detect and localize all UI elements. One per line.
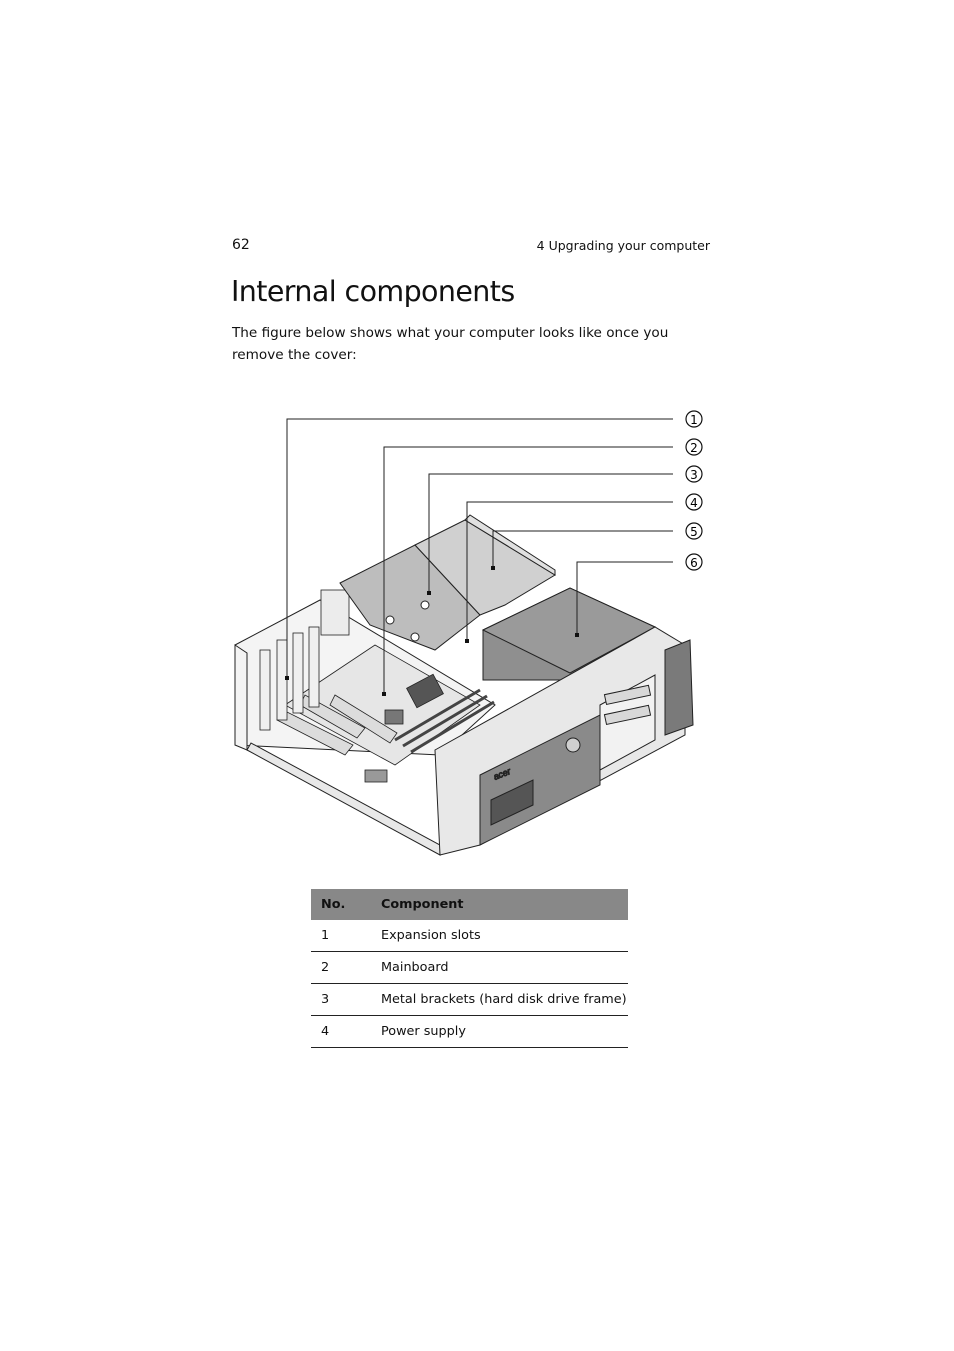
row-number: 2 [311,951,371,984]
row-number: 3 [311,983,371,1016]
front-bezel: acer [434,626,694,856]
hdd-frame [339,514,556,651]
computer-interior-illustration: acer 1 2 3 [234,410,703,856]
mainboard [284,644,495,783]
svg-text:5: 5 [690,525,698,539]
row-number: 4 [311,1015,371,1048]
svg-text:4: 4 [690,496,698,510]
table-row: 4 Power supply [311,1015,628,1048]
table-header-row: No. Component [311,889,628,920]
running-header: 4 Upgrading your computer [536,238,710,253]
internal-components-figure: acer 1 2 3 [225,405,715,865]
intro-paragraph: The figure below shows what your compute… [232,325,669,363]
callout-1: 1 [685,410,703,428]
leader-dots [285,566,579,696]
page-number: 62 [232,237,250,253]
callout-6: 6 [685,553,703,571]
row-component: Metal brackets (hard disk drive frame) [371,983,628,1016]
column-header-no: No. [311,889,371,920]
expansion-slots [259,589,398,756]
table-row: 2 Mainboard [311,951,628,984]
callout-5: 5 [685,522,703,540]
column-header-component: Component [371,889,628,920]
callout-2: 2 [685,438,703,456]
leader-lines [286,418,673,694]
callout-4: 4 [685,493,703,511]
components-table: No. Component 1 Expansion slots 2 Mainbo… [311,889,628,1048]
svg-text:1: 1 [690,413,698,427]
row-number: 1 [311,920,371,952]
svg-text:2: 2 [690,441,698,455]
callout-3: 3 [685,465,703,483]
row-component: Power supply [371,1015,628,1048]
svg-text:3: 3 [690,468,698,482]
table-row: 1 Expansion slots [311,920,628,952]
table-row: 3 Metal brackets (hard disk drive frame) [311,983,628,1016]
row-component: Expansion slots [371,920,628,952]
svg-text:6: 6 [690,556,698,570]
row-component: Mainboard [371,951,628,984]
page-title: Internal components [231,275,515,308]
